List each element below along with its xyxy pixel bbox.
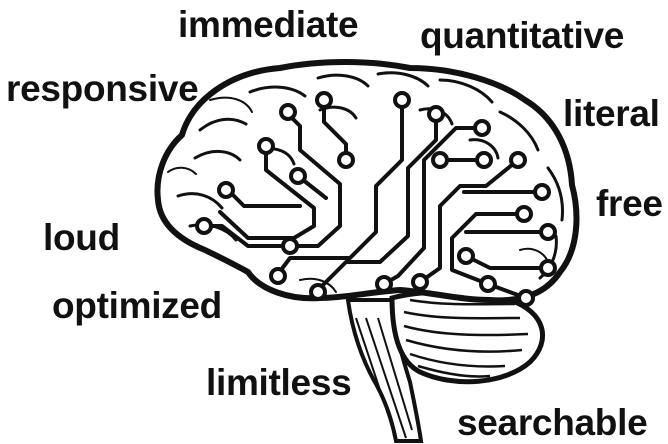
word-limitless: limitless bbox=[206, 364, 351, 401]
word-optimized: optimized bbox=[52, 287, 222, 324]
cerebellum bbox=[392, 292, 543, 382]
word-loud: loud bbox=[43, 219, 120, 256]
cerebrum bbox=[157, 62, 576, 300]
word-responsive: responsive bbox=[6, 70, 198, 107]
word-searchable: searchable bbox=[457, 404, 647, 441]
word-immediate: immediate bbox=[178, 6, 358, 43]
word-free: free bbox=[596, 185, 663, 222]
word-literal: literal bbox=[563, 95, 660, 132]
word-quantitative: quantitative bbox=[420, 17, 624, 54]
